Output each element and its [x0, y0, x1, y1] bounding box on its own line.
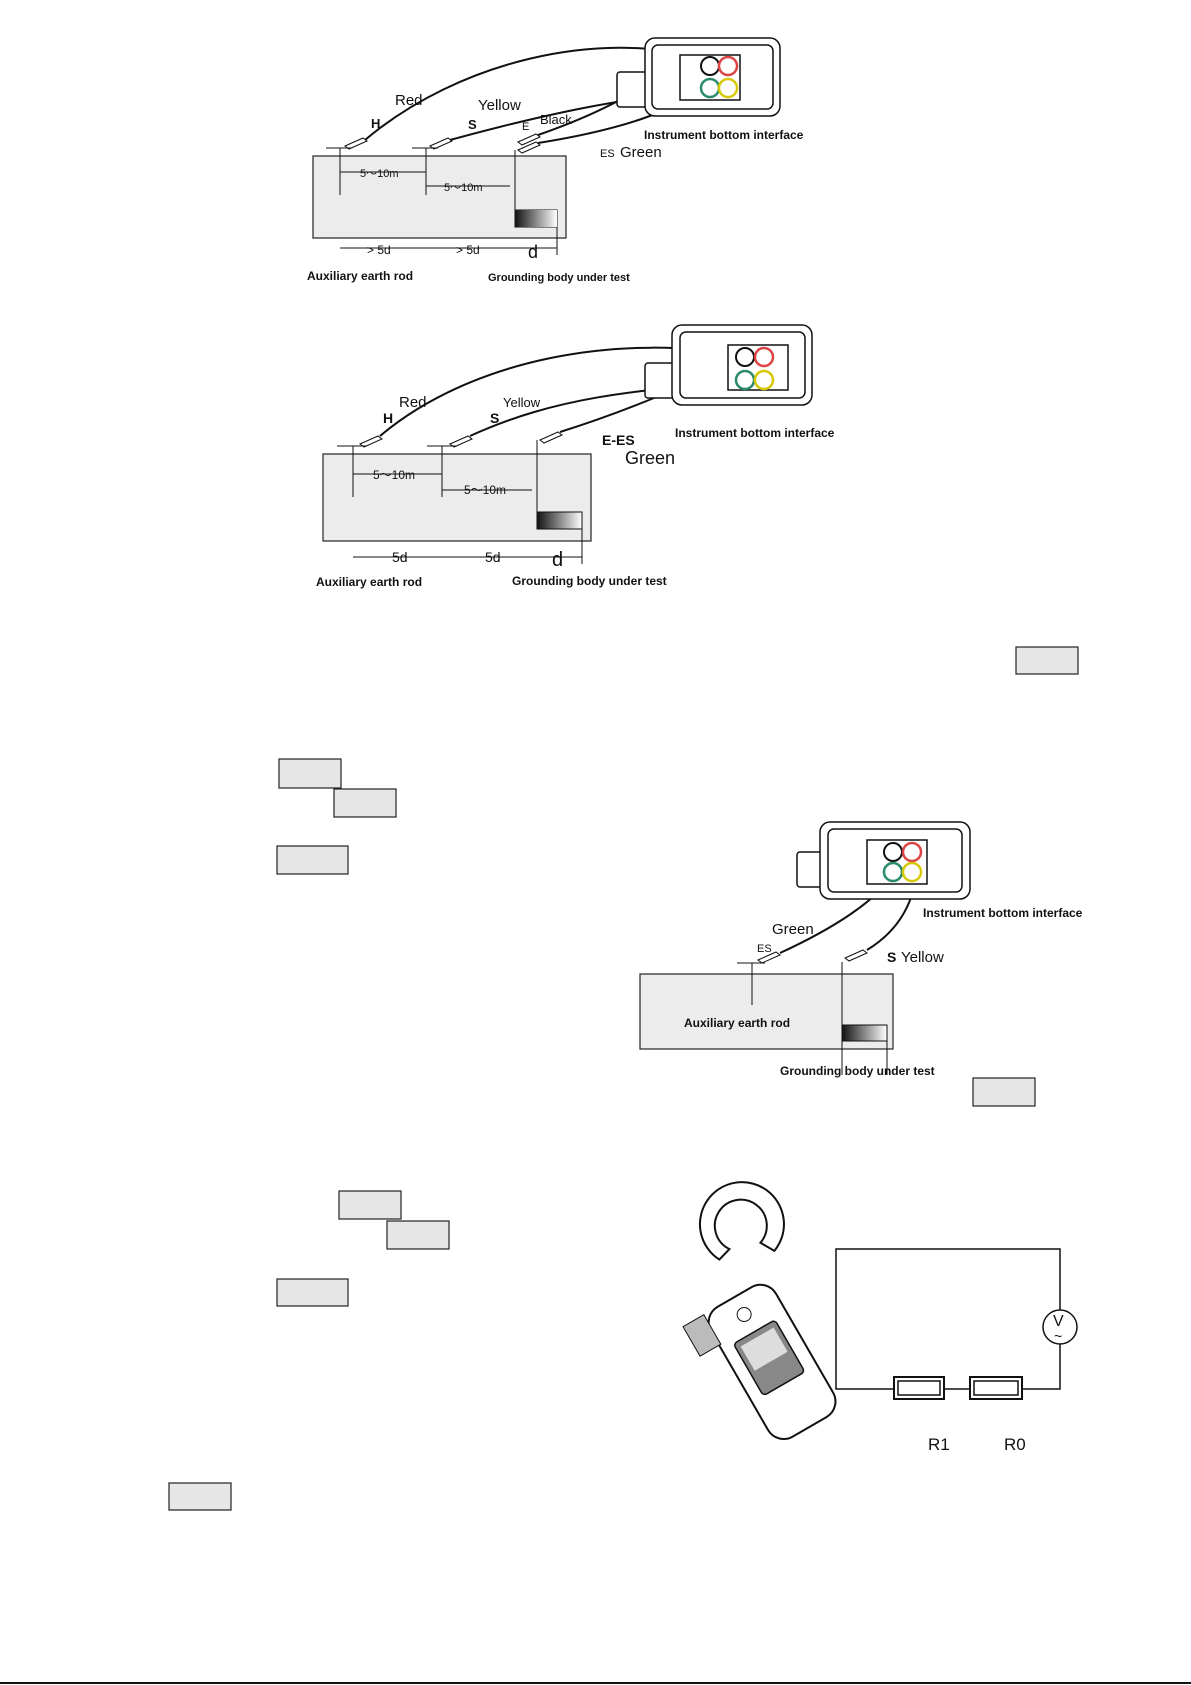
- label-r0: R0: [1004, 1435, 1026, 1454]
- instrument-device-2: [644, 324, 813, 406]
- label-term-s: S: [468, 117, 477, 132]
- label-yellow: Yellow: [503, 395, 541, 410]
- label-yellow: Yellow: [478, 97, 521, 114]
- label-dist-2: 5～10m: [464, 483, 506, 497]
- label-dim-1: > 5d: [367, 243, 391, 257]
- figure-3-two-wire-connection: Green ES S Yellow Instrument bottom inte…: [639, 821, 1083, 1078]
- key-box-7: [386, 1220, 450, 1250]
- label-dim-d: d: [528, 242, 538, 262]
- label-term-s: S: [490, 410, 499, 426]
- clip-s: [449, 435, 473, 448]
- clip-e: [517, 133, 541, 146]
- label-term-es: ES: [757, 943, 772, 955]
- label-dist-2: 5～10m: [444, 182, 483, 194]
- label-aux-rod: Auxiliary earth rod: [684, 1016, 790, 1030]
- clip-s: [429, 137, 453, 150]
- label-term-s: S: [887, 949, 896, 965]
- key-box-3: [333, 788, 397, 818]
- voltmeter-symbol: V: [1053, 1313, 1064, 1330]
- label-dim-1: 5d: [392, 549, 408, 565]
- circuit-loop: [835, 1248, 1061, 1390]
- label-r1: R1: [928, 1435, 950, 1454]
- label-black: Black: [540, 112, 572, 127]
- label-green: Green: [625, 448, 675, 468]
- resistor-r0-inner: [973, 1380, 1019, 1396]
- clip-h: [359, 435, 383, 448]
- clip-es: [517, 141, 541, 154]
- label-dim-d: d: [552, 549, 563, 571]
- label-instrument: Instrument bottom interface: [923, 906, 1083, 920]
- resistor-r1: [893, 1376, 945, 1400]
- grounding-body-gradient: [515, 210, 557, 227]
- clip-es: [757, 951, 781, 964]
- figure-2-three-wire-connection: Red Yellow Green H S E-ES Instrument bot…: [316, 324, 835, 589]
- grounding-body-block: [841, 1024, 888, 1042]
- label-green: Green: [620, 144, 662, 161]
- label-term-e: E: [522, 121, 529, 133]
- label-red: Red: [399, 394, 427, 411]
- instrument-device-1: [616, 37, 781, 117]
- label-aux-rod: Auxiliary earth rod: [316, 575, 422, 589]
- label-grounding-body: Grounding body under test: [780, 1064, 935, 1078]
- key-box-6: [338, 1190, 402, 1220]
- label-grounding-body: Grounding body under test: [488, 272, 630, 284]
- label-dist-1: 5～10m: [360, 168, 399, 180]
- label-instrument: Instrument bottom interface: [675, 426, 835, 440]
- figure-4-clamp-circuit: V ~ R1 R0: [682, 1181, 1078, 1454]
- label-term-es: ES: [600, 148, 615, 160]
- key-box-1: [1015, 646, 1079, 675]
- instrument-device-3: [796, 821, 971, 900]
- clip-s: [844, 949, 868, 962]
- label-term-h: H: [383, 410, 393, 426]
- clip-ees: [539, 431, 563, 444]
- label-aux-rod: Auxiliary earth rod: [307, 269, 413, 283]
- label-term-h: H: [371, 116, 380, 131]
- label-instrument: Instrument bottom interface: [644, 128, 804, 142]
- label-dist-1: 5～10m: [373, 468, 415, 482]
- label-grounding-body: Grounding body under test: [512, 574, 667, 588]
- label-red: Red: [395, 92, 423, 109]
- key-box-5: [972, 1077, 1036, 1107]
- grounding-body-block: [536, 511, 583, 530]
- clamp-meter-icon: [682, 1181, 837, 1441]
- figure-1-four-wire-connection: Red Yellow Black Green H S E ES Instrume…: [307, 37, 804, 284]
- resistor-r0: [969, 1376, 1023, 1400]
- key-box-2: [278, 758, 342, 789]
- resistor-r1-inner: [897, 1380, 941, 1396]
- key-box-4: [276, 845, 349, 875]
- ac-symbol: ~: [1054, 1328, 1062, 1344]
- label-term-ees: E-ES: [602, 432, 635, 448]
- voltage-source-icon: [1042, 1309, 1078, 1345]
- label-yellow: Yellow: [901, 949, 944, 966]
- label-dim-2: > 5d: [456, 243, 480, 257]
- label-dim-2: 5d: [485, 549, 501, 565]
- key-box-9: [168, 1482, 232, 1511]
- clip-h: [344, 137, 368, 150]
- key-box-8: [276, 1278, 349, 1307]
- label-green: Green: [772, 921, 814, 938]
